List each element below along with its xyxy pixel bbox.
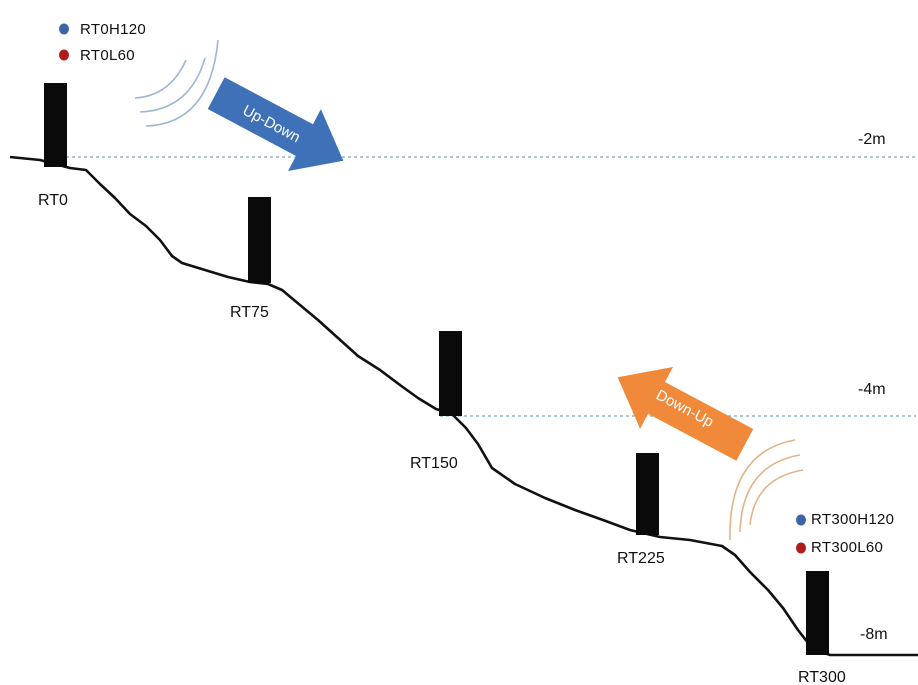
station-post-rt0 [44,83,67,167]
terrain-profile [9,155,918,657]
sensor-dot-red-icon [59,49,69,61]
sensor-dot-blue-icon [796,514,806,526]
station-label-rt150: RT150 [410,455,458,472]
station-post-rt75 [248,197,271,283]
sensor-legend-top: RT0H120 RT0L60 [59,21,146,64]
sensor-legend-bottom: RT300H120 RT300L60 [796,511,894,556]
depth-label-8m: -8m [860,626,888,643]
arrow-down-up [617,367,754,461]
arrow-up-down: Up-Down [207,77,344,171]
arrow-up-down-shape [207,77,344,171]
station-post-rt225 [636,453,659,535]
depth-label-4m: -4m [858,381,886,398]
station-label-rt75: RT75 [230,304,269,321]
sensor-legend-label: RT0L60 [80,47,135,64]
station-label-rt225: RT225 [617,550,665,567]
sensor-legend-label: RT300H120 [811,511,894,528]
sensor-legend-label: RT300L60 [811,539,883,556]
signal-waves-top-icon [134,39,219,127]
sensor-dot-blue-icon [59,23,69,35]
signal-waves-bottom-icon [729,439,804,541]
arrow-down-up-shape [617,367,754,461]
sensor-dot-red-icon [796,542,806,554]
depth-label-2m: -2m [858,131,886,148]
station-post-rt300 [806,571,829,655]
station-label-rt300: RT300 [798,669,846,685]
station-label-rt0: RT0 [38,192,68,209]
station-post-rt150 [439,331,462,416]
sensor-legend-label: RT0H120 [80,21,146,38]
